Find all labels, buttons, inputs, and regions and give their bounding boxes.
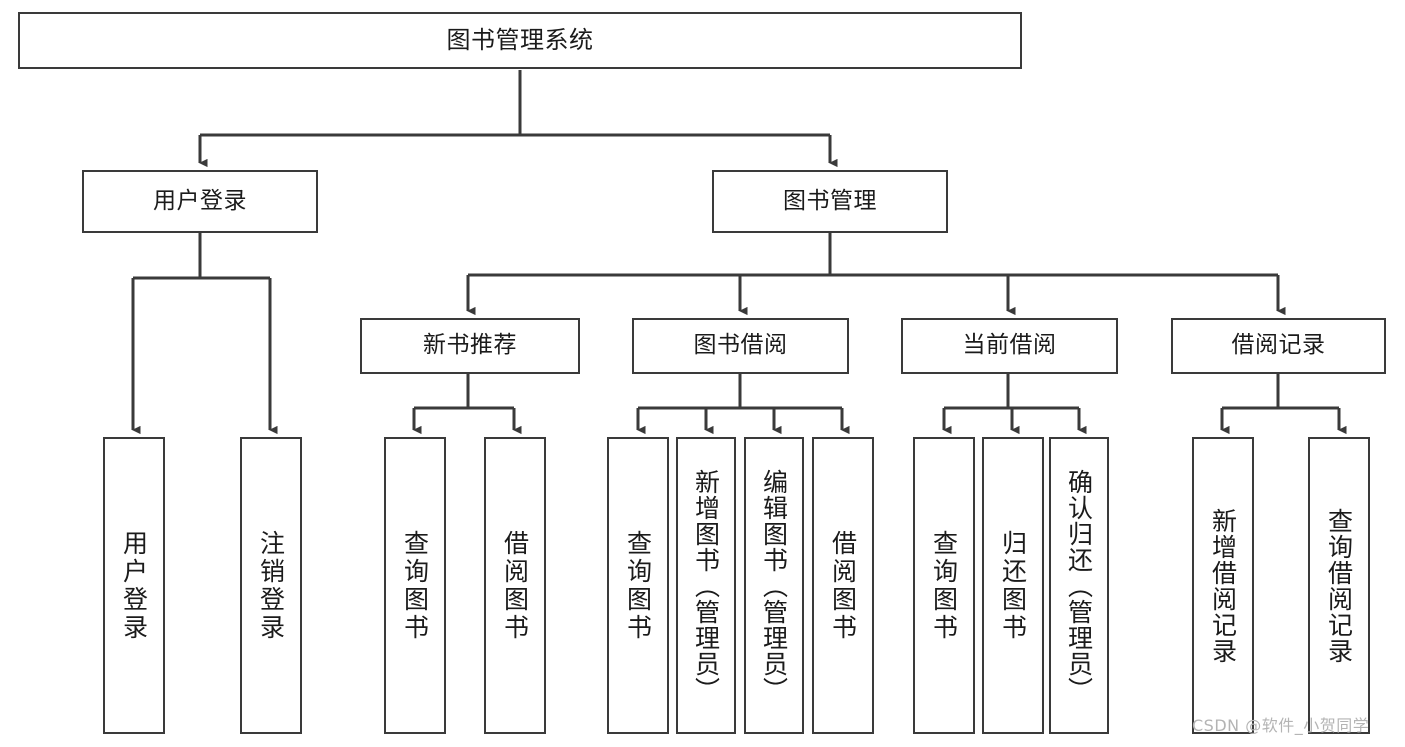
node-user-login[interactable]: 用户登录 (82, 170, 318, 233)
node-label: 注销登录 (256, 529, 286, 642)
node-label: 图书借阅 (693, 332, 788, 359)
leaf-record-query-borrowing-record[interactable]: 查询借阅记录 (1308, 437, 1370, 734)
node-label: 借阅记录 (1231, 332, 1326, 359)
node-borrowing-record[interactable]: 借阅记录 (1171, 318, 1386, 374)
node-label: 图书管理系统 (446, 26, 594, 55)
node-label: 新增借阅记录 (1208, 507, 1238, 664)
node-new-book-recommendation[interactable]: 新书推荐 (360, 318, 580, 374)
node-label: 查询图书 (400, 529, 430, 642)
node-label: 用户登录 (153, 187, 247, 214)
node-current-borrowing[interactable]: 当前借阅 (901, 318, 1118, 374)
node-label: 新书推荐 (423, 332, 517, 359)
node-book-management[interactable]: 图书管理 (712, 170, 948, 233)
node-label: 用户登录 (119, 529, 149, 642)
node-label: 查询图书 (929, 529, 959, 642)
leaf-borrowing-lend-book[interactable]: 借阅图书 (812, 437, 874, 734)
leaf-record-add-borrowing-record[interactable]: 新增借阅记录 (1192, 437, 1254, 734)
node-book-borrowing[interactable]: 图书借阅 (632, 318, 849, 374)
node-root-book-management-system[interactable]: 图书管理系统 (18, 12, 1022, 69)
node-label: 查询借阅记录 (1324, 507, 1354, 664)
node-label: 图书管理 (783, 187, 877, 214)
node-label: 借阅图书 (500, 529, 530, 642)
node-label: 确认归还（管理员） (1064, 468, 1094, 703)
csdn-watermark: CSDN @软件_小贺同学 (1192, 716, 1370, 735)
leaf-borrowing-edit-book-admin[interactable]: 编辑图书（管理员） (744, 437, 804, 734)
node-label: 新增图书（管理员） (691, 468, 721, 703)
leaf-current-query-book[interactable]: 查询图书 (913, 437, 975, 734)
leaf-recommendation-query-book[interactable]: 查询图书 (384, 437, 446, 734)
leaf-current-return-book[interactable]: 归还图书 (982, 437, 1044, 734)
leaf-borrowing-query-book[interactable]: 查询图书 (607, 437, 669, 734)
leaf-borrowing-add-book-admin[interactable]: 新增图书（管理员） (676, 437, 736, 734)
node-label: 当前借阅 (962, 332, 1057, 359)
node-label: 查询图书 (623, 529, 653, 642)
node-label: 借阅图书 (828, 529, 858, 642)
leaf-recommendation-borrow-book[interactable]: 借阅图书 (484, 437, 546, 734)
leaf-user-login[interactable]: 用户登录 (103, 437, 165, 734)
node-label: 归还图书 (998, 529, 1028, 642)
leaf-current-confirm-return-admin[interactable]: 确认归还（管理员） (1049, 437, 1109, 734)
node-label: 编辑图书（管理员） (759, 468, 789, 703)
leaf-user-logout[interactable]: 注销登录 (240, 437, 302, 734)
